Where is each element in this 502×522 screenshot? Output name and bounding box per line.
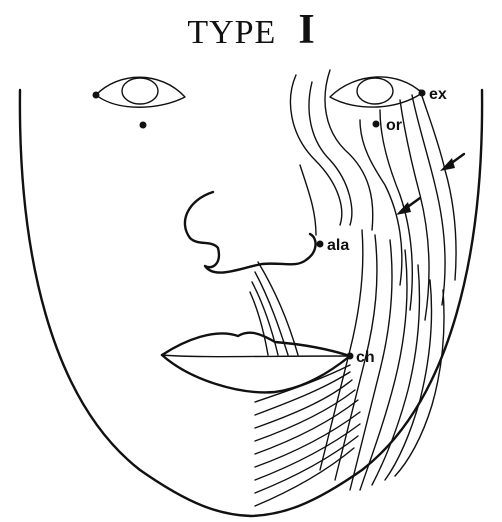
left-orbitale-point [140, 122, 147, 129]
lips [162, 333, 350, 393]
label-ch: ch [356, 349, 375, 366]
nose [185, 192, 316, 273]
left-eye [93, 77, 186, 107]
ch-point [347, 353, 354, 360]
label-ex: ex [429, 86, 447, 103]
arrow-lower [396, 198, 420, 215]
right-eye [330, 77, 422, 107]
or-point [373, 121, 380, 128]
ala-point [317, 241, 324, 248]
nose-bridge [300, 165, 316, 235]
label-or: or [386, 117, 402, 134]
left-exocanthion-point [93, 92, 100, 99]
label-ala: ala [327, 237, 349, 254]
ex-point [419, 90, 426, 97]
contour-lines [250, 70, 456, 506]
